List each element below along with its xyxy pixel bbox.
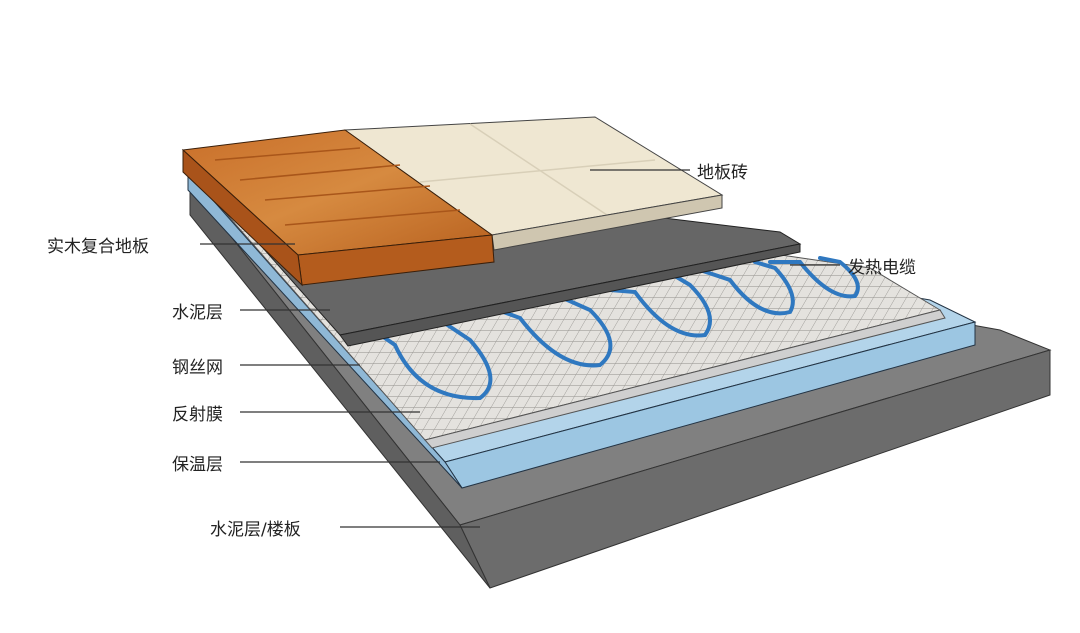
engineered-wood-layer xyxy=(181,129,495,287)
heating-cable xyxy=(328,256,860,401)
label-cement-slab: 水泥层/楼板 xyxy=(210,520,301,540)
label-steel-mesh: 钢丝网 xyxy=(172,358,223,378)
label-heating-cable: 发热电缆 xyxy=(848,258,916,278)
label-reflective-film: 反射膜 xyxy=(172,405,223,425)
leader-lines xyxy=(200,169,840,528)
floor-tile-layer xyxy=(343,116,724,251)
label-engineered-wood: 实木复合地板 xyxy=(47,237,149,257)
label-cement-layer: 水泥层 xyxy=(172,303,223,323)
label-insulation: 保温层 xyxy=(172,455,223,475)
label-floor-tile: 地板砖 xyxy=(697,163,748,183)
